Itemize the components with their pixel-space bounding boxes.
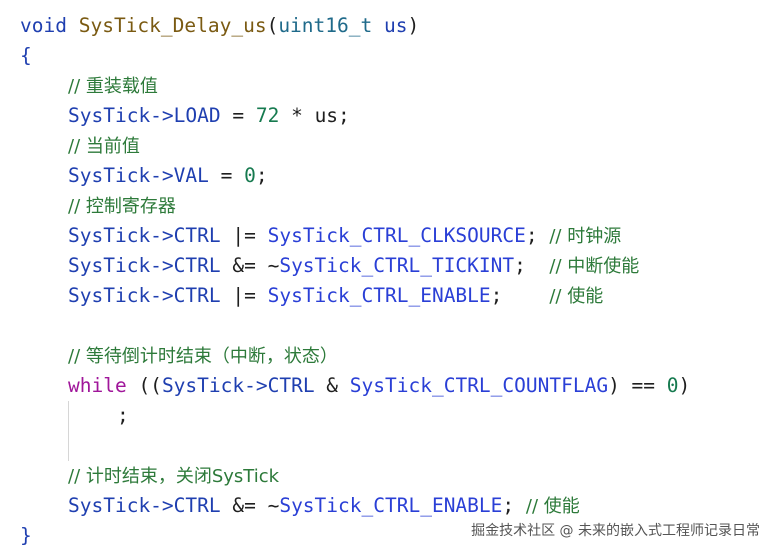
systick-val: SysTick->VAL	[68, 164, 209, 187]
code-line-4: SysTick->LOAD = 72 * us;	[0, 101, 777, 131]
code-line-6: SysTick->VAL = 0;	[0, 161, 777, 191]
and-not-assign-op: &= ~	[220, 494, 280, 517]
code-line-13: while ((SysTick->CTRL & SysTick_CTRL_COU…	[0, 371, 777, 401]
systick-ctrl: SysTick->CTRL	[161, 374, 315, 397]
semicolon: ;	[490, 284, 550, 307]
comment-current: // 当前值	[68, 136, 140, 157]
comment-wait-countdown: // 等待倒计时结束（中断，状态）	[68, 346, 338, 367]
comment-enable: // 使能	[549, 286, 604, 307]
indent-guide	[68, 431, 69, 461]
and-not-assign-op: &= ~	[220, 254, 280, 277]
param-name: us	[372, 14, 408, 37]
semicolon: ;	[502, 494, 526, 517]
code-line-8: SysTick->CTRL |= SysTick_CTRL_CLKSOURCE;…	[0, 221, 777, 251]
code-line-1: void SysTick_Delay_us(uint16_t us)	[0, 11, 777, 41]
code-line-5: // 当前值	[0, 131, 777, 161]
equals-op: ) ==	[608, 374, 667, 397]
assign-op: =	[208, 164, 245, 187]
param-type: uint16_t	[278, 14, 373, 37]
or-assign-op: |=	[220, 284, 268, 307]
comment-clock-source: // 时钟源	[549, 226, 622, 247]
empty-statement: ;	[117, 404, 129, 427]
paren-open: ((	[126, 374, 162, 397]
code-line-10: SysTick->CTRL |= SysTick_CTRL_ENABLE; //…	[0, 281, 777, 311]
paren-close: )	[678, 374, 691, 397]
code-line-15-blank	[0, 431, 777, 461]
code-line-9: SysTick->CTRL &= ~SysTick_CTRL_TICKINT; …	[0, 251, 777, 281]
macro-clksource: SysTick_CTRL_CLKSOURCE	[267, 224, 526, 247]
comment-interrupt-enable: // 中断使能	[549, 256, 640, 277]
watermark: 掘金技术社区 @ 未来的嵌入式工程师记录日常	[468, 519, 763, 541]
number-0: 0	[244, 164, 256, 187]
systick-ctrl: SysTick->CTRL	[68, 494, 221, 517]
macro-countflag: SysTick_CTRL_COUNTFLAG	[349, 374, 609, 397]
code-line-16: // 计时结束，关闭SysTick	[0, 461, 777, 491]
brace-open: {	[20, 44, 32, 67]
comment-timing-end: // 计时结束，关闭SysTick	[68, 466, 280, 487]
number-0: 0	[666, 374, 679, 397]
semicolon: ;	[514, 254, 550, 277]
and-op: &	[314, 374, 350, 397]
semicolon: ;	[525, 224, 550, 247]
code-line-3: // 重装载值	[0, 71, 777, 101]
brace-close: }	[20, 524, 32, 547]
systick-load: SysTick->LOAD	[68, 104, 221, 127]
code-line-7: // 控制寄存器	[0, 191, 777, 221]
paren-close: )	[407, 14, 420, 37]
keyword-while: while	[68, 374, 127, 397]
comment-enable: // 使能	[525, 496, 580, 517]
macro-enable: SysTick_CTRL_ENABLE	[267, 284, 491, 307]
code-line-12: // 等待倒计时结束（中断，状态）	[0, 341, 777, 371]
function-name: SysTick_Delay_us	[78, 14, 267, 37]
comment-control-register: // 控制寄存器	[68, 196, 176, 217]
indent-guide	[68, 401, 69, 431]
macro-tickint: SysTick_CTRL_TICKINT	[279, 254, 515, 277]
code-line-14: ;	[0, 401, 777, 431]
code-line-11-blank	[0, 311, 777, 341]
or-assign-op: |=	[220, 224, 268, 247]
code-line-2: {	[0, 41, 777, 71]
macro-enable: SysTick_CTRL_ENABLE	[279, 494, 503, 517]
code-line-17: SysTick->CTRL &= ~SysTick_CTRL_ENABLE; /…	[0, 491, 777, 521]
systick-ctrl: SysTick->CTRL	[68, 254, 221, 277]
assign-op: =	[220, 104, 256, 127]
semicolon: ;	[255, 164, 268, 187]
systick-ctrl: SysTick->CTRL	[68, 224, 221, 247]
systick-ctrl: SysTick->CTRL	[68, 284, 221, 307]
keyword-void: void	[20, 14, 67, 37]
comment-reload: // 重装载值	[68, 76, 158, 97]
number-72: 72	[255, 104, 280, 127]
paren-open: (	[266, 14, 279, 37]
code-line-18: }	[0, 521, 777, 551]
multiply-us: * us;	[279, 104, 350, 127]
